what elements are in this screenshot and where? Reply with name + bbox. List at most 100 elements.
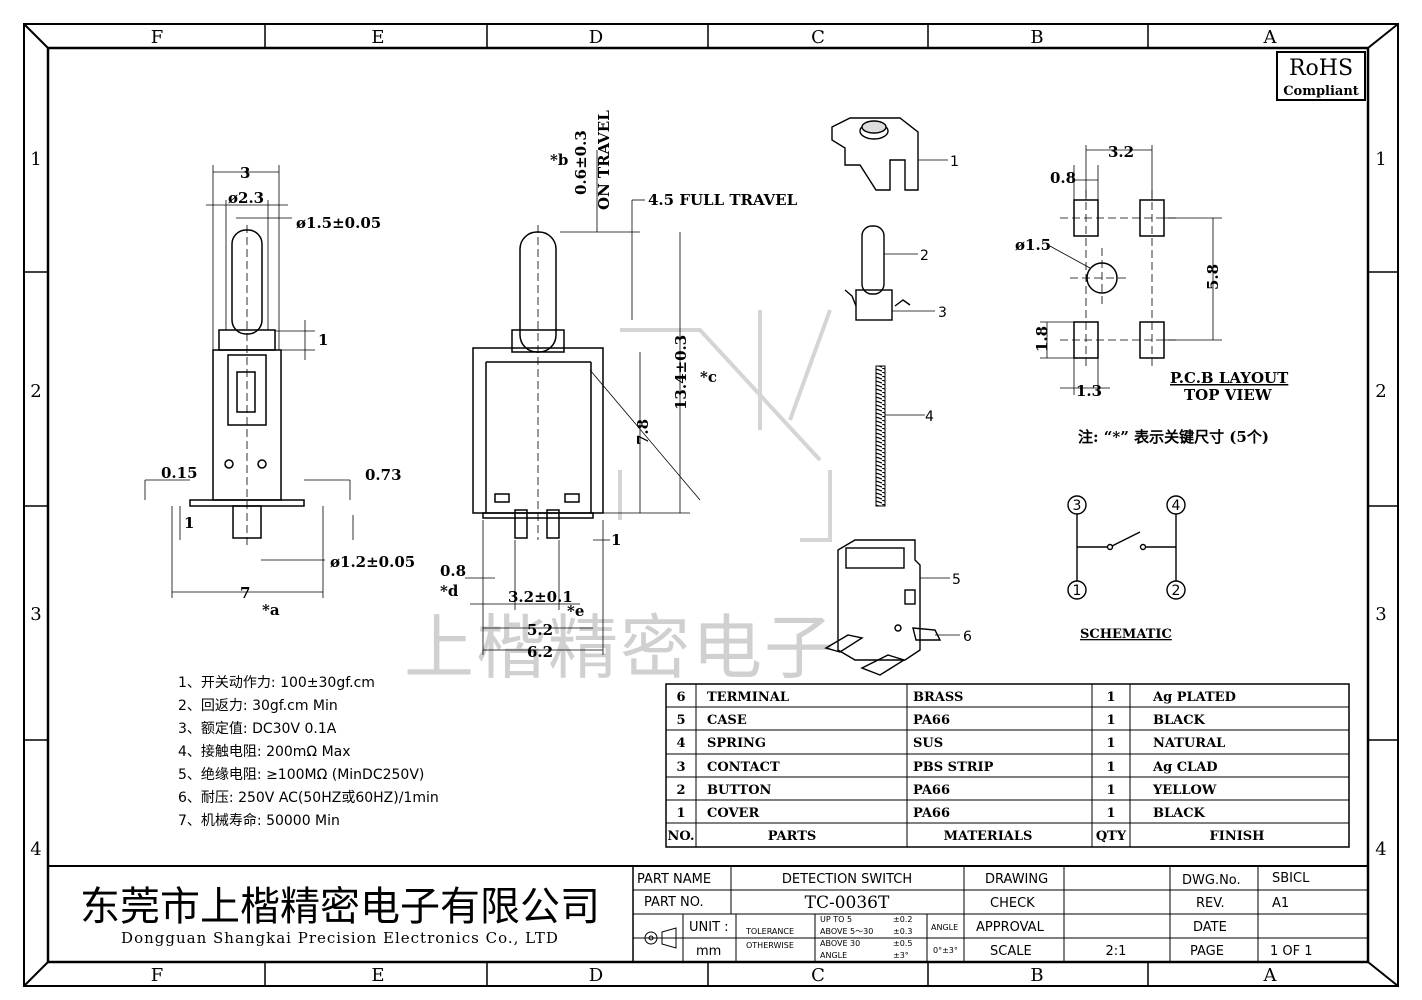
pcb-dim-58: 5.8 xyxy=(1204,264,1222,290)
callout-4: 4 xyxy=(925,409,934,425)
tb-date-label: DATE xyxy=(1193,920,1227,935)
spec-6: 6、耐压: 250V AC(50HZ或60HZ)/1min xyxy=(178,790,439,806)
side-mark-a: *a xyxy=(262,601,280,619)
tb-tol-r3-val: ±0.5 xyxy=(893,939,912,948)
bom-r4-finish: Ag CLAD xyxy=(1152,760,1218,775)
side-dim-015: 0.15 xyxy=(161,464,198,482)
bom-r3-part: SPRING xyxy=(707,736,766,751)
tb-unit-label: UNIT : xyxy=(689,920,729,935)
pcb-dim-13: 1.3 xyxy=(1076,382,1102,400)
bom-table xyxy=(665,683,1350,848)
side-dim-dia15: ø1.5±0.05 xyxy=(296,214,381,232)
bom-r6-no: 1 xyxy=(676,806,685,821)
watermark-text: 上楷精密电子 xyxy=(404,607,836,689)
front-view xyxy=(465,150,701,655)
bom-r4-mat: PBS STRIP xyxy=(913,760,994,775)
pcb-title: P.C.B LAYOUT xyxy=(1170,369,1289,387)
side-view xyxy=(144,165,354,598)
bom-r3-finish: NATURAL xyxy=(1153,736,1225,751)
front-dim-78: 7.8 xyxy=(634,419,652,445)
bom-r3-mat: SUS xyxy=(913,736,943,751)
bom-r5-qty: 1 xyxy=(1106,783,1115,798)
bom-r6-finish: BLACK xyxy=(1153,806,1206,821)
zone-right-2: 2 xyxy=(1375,381,1386,402)
front-dim-52: 5.2 xyxy=(527,621,553,639)
bom-r5-mat: PA66 xyxy=(913,783,950,798)
tb-page-label: PAGE xyxy=(1190,944,1224,959)
front-dim-08: 0.8 xyxy=(440,562,466,580)
bom-r1-no: 6 xyxy=(676,690,685,705)
spec-5: 5、绝缘电阻: ≥100MΩ (MinDC250V) xyxy=(178,767,424,783)
front-full-travel: 4.5 FULL TRAVEL xyxy=(648,191,798,209)
side-dim-3: 3 xyxy=(240,164,250,182)
zone-bottom-c: C xyxy=(811,965,825,986)
front-on-travel-label: ON TRAVEL xyxy=(595,110,613,210)
schematic-label: SCHEMATIC xyxy=(1080,627,1172,642)
front-dim-134: 13.4±0.3 xyxy=(672,335,690,410)
callout-1: 1 xyxy=(950,154,959,170)
watermark-logo xyxy=(618,309,832,542)
pcb-layout xyxy=(1040,145,1222,395)
side-dim-7: 7 xyxy=(240,584,250,602)
tb-angle-val: 0°±3° xyxy=(933,946,958,955)
front-mark-c: *c xyxy=(700,368,717,386)
bom-r6-part: COVER xyxy=(707,806,759,821)
zone-bottom-b: B xyxy=(1030,965,1043,986)
bom-r3-no: 4 xyxy=(676,736,685,751)
zone-left-2: 2 xyxy=(30,381,41,402)
tb-rev: A1 xyxy=(1272,896,1289,911)
callout-6: 6 xyxy=(963,629,972,645)
spec-4: 4、接触电阻: 200mΩ Max xyxy=(178,743,351,760)
tb-tol-r4-val: ±3° xyxy=(893,951,909,960)
schematic-pin-3: 3 xyxy=(1073,498,1082,514)
side-dim-dia23: ø2.3 xyxy=(228,189,264,207)
tb-page: 1 OF 1 xyxy=(1270,944,1313,959)
title-block xyxy=(48,865,1368,962)
zone-bottom-d: D xyxy=(589,965,603,986)
zone-top-f: F xyxy=(151,27,164,48)
company-name-cn: 东莞市上楷精密电子有限公司 xyxy=(80,884,600,930)
tb-tol-r2-val: ±0.3 xyxy=(893,927,912,936)
tb-part-no: TC-0036T xyxy=(805,893,890,913)
bom-r5-finish: YELLOW xyxy=(1152,783,1217,798)
bom-r6-qty: 1 xyxy=(1106,806,1115,821)
zone-right-3: 3 xyxy=(1375,604,1386,625)
callout-3: 3 xyxy=(938,305,947,321)
tb-scale: 2:1 xyxy=(1106,944,1127,959)
spec-7: 7、机械寿命: 50000 Min xyxy=(178,812,340,829)
zone-right-4: 4 xyxy=(1375,839,1386,860)
bom-r2-mat: PA66 xyxy=(913,713,950,728)
tb-tol-r1-label: UP TO 5 xyxy=(820,915,852,924)
zone-top-a: A xyxy=(1263,27,1278,48)
bom-header-finish: FINISH xyxy=(1210,829,1265,844)
tb-scale-label: SCALE xyxy=(990,944,1032,959)
bom-r5-part: BUTTON xyxy=(707,783,772,798)
tb-unit: mm xyxy=(696,944,721,959)
bom-r1-qty: 1 xyxy=(1106,690,1115,705)
spec-2: 2、回返力: 30gf.cm Min xyxy=(178,698,338,714)
tb-rev-label: REV. xyxy=(1196,896,1225,911)
tb-dwg-no: SBICL xyxy=(1272,871,1310,886)
bom-r4-part: CONTACT xyxy=(707,760,780,775)
callout-5: 5 xyxy=(952,572,961,588)
bom-r2-part: CASE xyxy=(707,713,747,728)
tb-otherwise-label: OTHERWISE xyxy=(746,941,794,950)
schematic-pin-2: 2 xyxy=(1172,583,1181,599)
pcb-subtitle: TOP VIEW xyxy=(1184,386,1273,404)
tb-part-name-label: PART NAME xyxy=(637,872,711,887)
zone-left-4: 4 xyxy=(30,839,41,860)
pcb-dim-18: 1.8 xyxy=(1033,326,1051,352)
pcb-note: 注: “*” 表示关键尺寸 (5个) xyxy=(1078,428,1269,446)
tb-tol-r2-label: ABOVE 5～30 xyxy=(820,927,873,936)
tb-tol-r1-val: ±0.2 xyxy=(893,915,912,924)
outer-border xyxy=(23,23,1399,987)
zone-right-1: 1 xyxy=(1375,149,1386,170)
bom-r1-part: TERMINAL xyxy=(707,690,789,705)
zone-top-e: E xyxy=(371,27,384,48)
exploded-parts xyxy=(824,117,960,676)
tb-tolerance-label: TOLERANCE xyxy=(745,927,794,936)
svg-text:Compliant: Compliant xyxy=(1283,84,1359,99)
pcb-dim-08: 0.8 xyxy=(1050,169,1076,187)
tb-tol-r3-label: ABOVE 30 xyxy=(820,939,860,948)
